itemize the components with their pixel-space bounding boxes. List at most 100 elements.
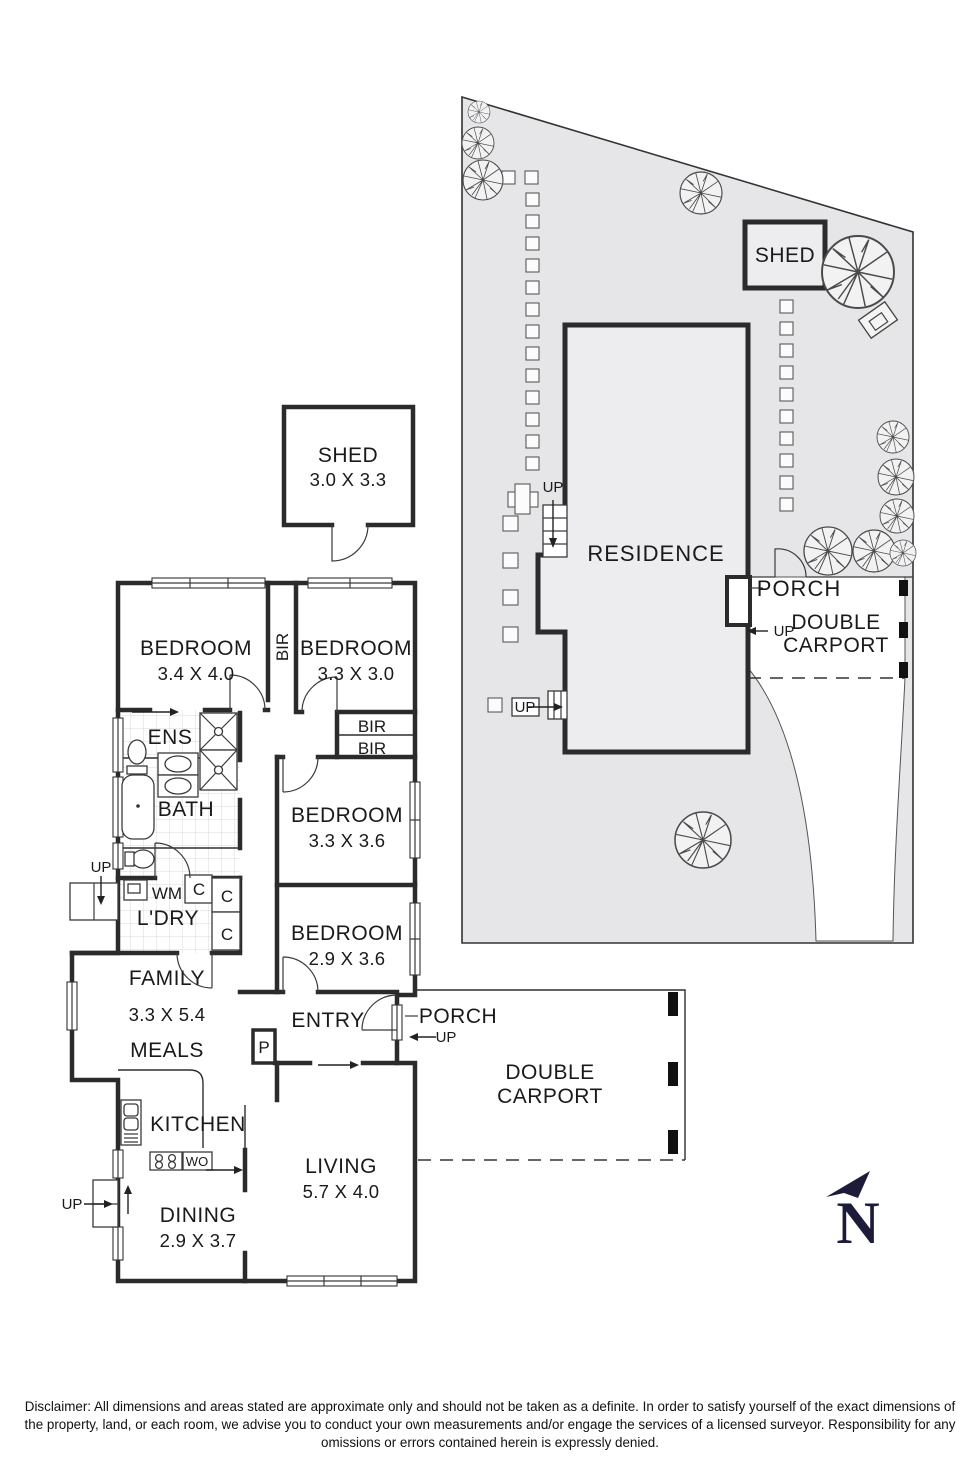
entry-label: ENTRY (291, 1009, 364, 1032)
site-residence-label: RESIDENCE (587, 541, 724, 566)
tree-icon (876, 420, 910, 454)
site-shed-box (742, 219, 828, 291)
laundry-up-arrow (97, 876, 105, 905)
bedroom2-label: BEDROOM (300, 637, 412, 660)
bedroom1-dims: 3.4 X 4.0 (158, 663, 235, 684)
bedroom3-label: BEDROOM (291, 804, 403, 827)
floorplan-shed: SHED 3.0 X 3.3 (281, 404, 416, 562)
porch-label: PORCH (419, 1005, 497, 1028)
carport-post (899, 622, 908, 638)
site-driveway (747, 576, 906, 942)
site-steps-up-arrow (528, 703, 563, 711)
garden-object-icon (857, 300, 899, 340)
doors (154, 674, 398, 1031)
site-shed-label: SHED (755, 244, 815, 267)
ldry-label: L'DRY (137, 907, 199, 930)
tree-icon (879, 498, 915, 534)
site-porch-up-arrow (747, 587, 768, 635)
entry-living-arrow (318, 1061, 359, 1069)
tree-icon (852, 529, 896, 573)
bedroom1-door (229, 674, 266, 711)
dining-label: DINING (160, 1204, 237, 1227)
bathtub-icon (121, 774, 155, 840)
basin-icon (157, 774, 199, 798)
window (66, 981, 78, 1031)
carport-label-line2: CARPORT (497, 1085, 603, 1108)
ens-bath-fixtures (121, 712, 238, 901)
pantry-label: P (258, 1038, 269, 1057)
site-porch-up-label: UP (774, 623, 795, 640)
site-residence-outline (535, 322, 751, 755)
shed-dims: 3.0 X 3.3 (310, 469, 387, 490)
dining-up-label: UP (62, 1196, 83, 1213)
site-carport-label-line2: CARPORT (783, 634, 889, 657)
wc-door (154, 842, 191, 879)
bir-closet-strip: BIR BIR BIR (273, 633, 386, 758)
wall-oven-label: WO (186, 1154, 208, 1169)
family-door (176, 952, 213, 989)
bedroom4-door (282, 956, 319, 993)
family-label: FAMILY (129, 967, 205, 990)
carport-post (899, 662, 908, 678)
carport-post (899, 580, 908, 596)
window (112, 717, 124, 773)
toilet-icon (124, 849, 155, 869)
site-stairs-up-label: UP (543, 479, 564, 496)
windows (66, 577, 421, 1287)
window (151, 577, 266, 589)
kitchen-fixtures: WO P (118, 1028, 277, 1171)
tree-icon (803, 526, 853, 576)
bedroom3-door (282, 756, 319, 793)
tree-icon (467, 100, 491, 124)
tree-icon (674, 811, 732, 869)
shed-label: SHED (318, 444, 378, 467)
shower-icon (199, 749, 238, 791)
kitchen-counter (118, 1069, 246, 1148)
kitchen-living-arrow (206, 1166, 243, 1174)
bedroom3-dims: 3.3 X 3.6 (309, 830, 386, 851)
porch-up-label: UP (436, 1029, 457, 1046)
ens-entry-arrow (132, 708, 179, 716)
bedroom4-dims: 2.9 X 3.6 (309, 948, 386, 969)
entry-door (361, 994, 398, 1031)
carport-post (668, 992, 678, 1016)
window (112, 1149, 124, 1179)
window (286, 1275, 398, 1287)
site-plan: RESIDENCE SHED PORCH UP UP UP DOUBLE CAR… (461, 95, 917, 944)
family-dims: 3.3 X 5.4 (129, 1004, 206, 1025)
carport-post (668, 1130, 678, 1154)
wm-label: WM (152, 884, 182, 903)
site-stairs-up-arrow (549, 500, 557, 548)
floorplan-carport: DOUBLE CARPORT (415, 989, 686, 1161)
stepping-stones-right (779, 299, 794, 512)
bedroom4-label: BEDROOM (291, 922, 403, 945)
tree-icon (821, 235, 895, 309)
kitchen-label: KITCHEN (150, 1113, 246, 1136)
bedroom2-dims: 3.3 X 3.0 (318, 663, 395, 684)
tree-icon (679, 171, 723, 215)
north-label: N (836, 1190, 879, 1256)
porch-up-arrow (405, 1015, 436, 1041)
ens-label: ENS (148, 726, 193, 749)
tree-icon (462, 159, 504, 201)
bath-label: BATH (158, 798, 214, 821)
tree-icon (461, 126, 495, 160)
interior-walls (69, 580, 418, 1284)
sink-icon (120, 1099, 142, 1146)
site-porch-box (725, 575, 752, 627)
dining-up-arrow (84, 1185, 132, 1214)
north-compass: N (826, 1171, 880, 1256)
floor-plan: SHED 3.0 X 3.3 (62, 404, 686, 1287)
tree-icon (889, 539, 917, 567)
window (409, 781, 421, 859)
site-back-stairs (542, 504, 568, 558)
shower-icon (199, 712, 238, 751)
bedroom1-label: BEDROOM (140, 637, 252, 660)
laundry-steps (69, 882, 119, 921)
washing-machine-icon (123, 879, 148, 901)
site-porch-label: PORCH (757, 576, 841, 601)
stepping-stones-left (501, 170, 540, 643)
wall-oven: WO (182, 1151, 213, 1171)
window (307, 577, 393, 589)
